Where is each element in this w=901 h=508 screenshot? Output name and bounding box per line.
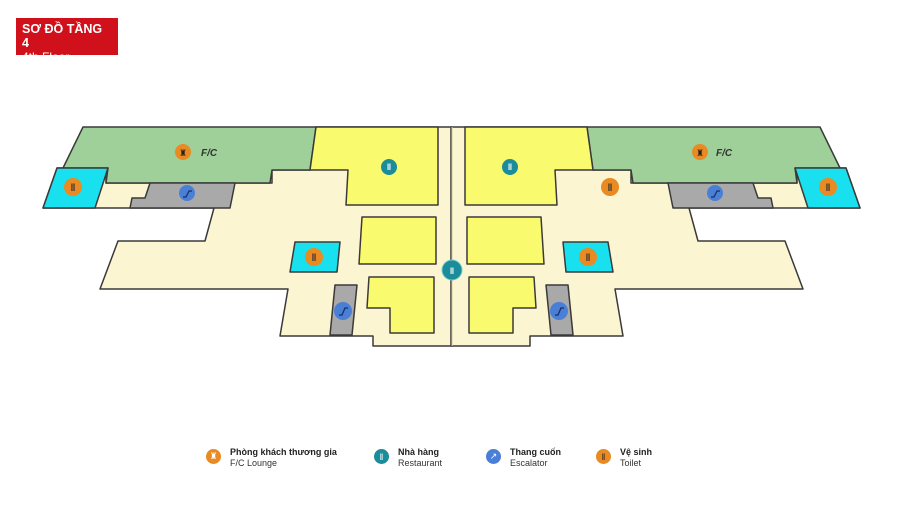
floor-title-vi: SƠ ĐỒ TẦNG 4 [22, 22, 103, 50]
svg-text:ǁ: ǁ [450, 266, 454, 276]
escalator-icon[interactable] [179, 185, 723, 320]
floor-title-badge: SƠ ĐỒ TẦNG 4 4th Floor [16, 18, 118, 64]
fc-lounge-icon[interactable]: ♜ [175, 144, 191, 160]
legend-label-vi: Vệ sinh [620, 447, 653, 457]
svg-text:ǁ: ǁ [387, 162, 391, 172]
fc-lounge-icon[interactable]: ♜ [692, 144, 708, 160]
restaurant-icon: ǁ [374, 449, 389, 464]
svg-text:♜: ♜ [179, 148, 187, 158]
restaurant-icon[interactable]: ǁ ǁ ǁ [381, 159, 518, 281]
legend-label-vi: Thang cuốn [510, 447, 561, 457]
svg-text:ǁ: ǁ [608, 183, 613, 194]
fc-label: F/C [201, 148, 218, 159]
legend-label-en: F/C Lounge [230, 458, 278, 468]
svg-text:ǁ: ǁ [71, 183, 76, 194]
fc-lounge-icon: ♜ [206, 449, 221, 464]
legend-label-vi: Nhà hàng [398, 447, 440, 457]
svg-text:ǁ: ǁ [826, 183, 831, 194]
floor-title-en: 4th Floor [22, 50, 70, 64]
svg-text:ǁ: ǁ [312, 253, 317, 264]
toilet-icon: ǁ [596, 449, 611, 464]
svg-text:ǁ: ǁ [586, 253, 591, 264]
svg-text:ǁ: ǁ [508, 162, 512, 172]
svg-text:♜: ♜ [696, 148, 704, 158]
toilet-icon[interactable] [64, 178, 837, 266]
escalator-icon: ↗ [486, 449, 501, 464]
legend-label-en: Toilet [620, 458, 642, 468]
legend-label-vi: Phòng khách thương gia [230, 447, 337, 457]
fc-label: F/C [716, 148, 733, 159]
toilet-glyphs: ǁ ǁ ǁ ǁ ǁ [71, 183, 831, 264]
legend-label-en: Escalator [510, 458, 548, 468]
legend-label-en: Restaurant [398, 458, 443, 468]
